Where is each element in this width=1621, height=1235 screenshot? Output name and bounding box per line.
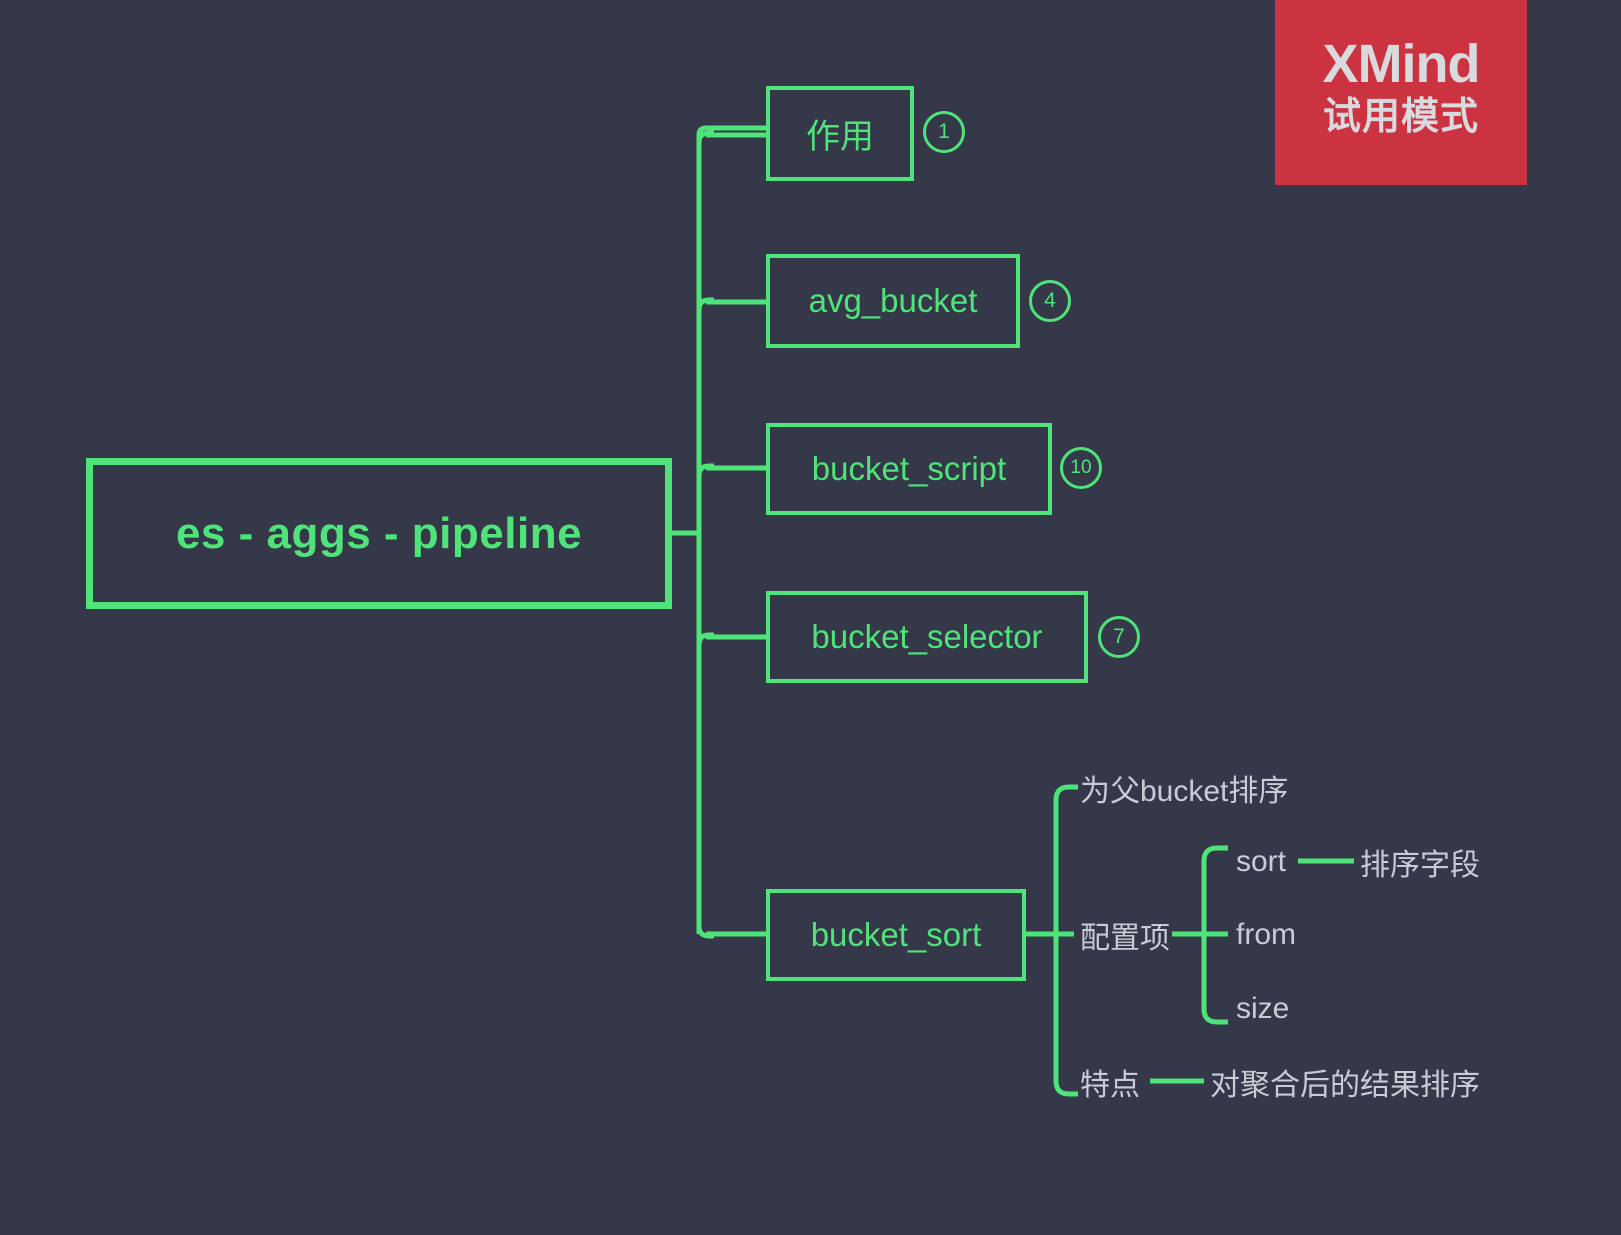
branch-node-bucket-selector[interactable]: bucket_selector	[766, 591, 1088, 683]
subtopic-label: 特点	[1080, 1069, 1140, 1102]
config-option-detail-label: 排序字段	[1360, 849, 1480, 882]
config-option-size[interactable]: size	[1236, 987, 1289, 1031]
marker-badge-value: 4	[1044, 289, 1056, 312]
marker-badge-value: 10	[1070, 457, 1092, 478]
marker-badge-zuoyong[interactable]: 1	[923, 111, 965, 153]
root-node-label: es - aggs - pipeline	[175, 508, 583, 558]
marker-badge-value: 7	[1113, 625, 1125, 648]
config-option-from[interactable]: from	[1236, 913, 1296, 957]
subtopic-features[interactable]: 特点	[1080, 1060, 1140, 1104]
feature-detail-label: 对聚合后的结果排序	[1210, 1069, 1480, 1102]
subtopic-config[interactable]: 配置项	[1080, 913, 1170, 957]
config-option-sort[interactable]: sort	[1236, 840, 1286, 884]
branch-node-bucket-sort[interactable]: bucket_sort	[766, 889, 1026, 981]
marker-badge-avg-bucket[interactable]: 4	[1029, 280, 1071, 322]
config-option-label: sort	[1236, 845, 1287, 878]
branch-node-avg-bucket[interactable]: avg_bucket	[766, 254, 1020, 348]
branch-node-bucket-script[interactable]: bucket_script	[766, 423, 1052, 515]
branch-node-zuoyong[interactable]: 作用	[766, 86, 914, 181]
xmind-trial-watermark: XMind 试用模式	[1275, 0, 1527, 185]
config-option-label: from	[1236, 918, 1296, 951]
branch-node-label: bucket_sort	[810, 916, 982, 953]
subtopic-parent-bucket-sorting[interactable]: 为父bucket排序	[1080, 766, 1288, 810]
feature-detail[interactable]: 对聚合后的结果排序	[1210, 1060, 1480, 1104]
subtopic-label: 配置项	[1080, 922, 1170, 955]
marker-badge-bucket-script[interactable]: 10	[1060, 447, 1102, 489]
branch-node-label: avg_bucket	[808, 282, 978, 319]
config-option-label: size	[1236, 992, 1290, 1025]
marker-badge-bucket-selector[interactable]: 7	[1098, 616, 1140, 658]
branch-node-label: bucket_script	[811, 450, 1007, 487]
root-node[interactable]: es - aggs - pipeline	[86, 458, 672, 609]
watermark-mode: 试用模式	[1322, 95, 1479, 138]
watermark-brand: XMind	[1322, 33, 1481, 94]
marker-badge-value: 1	[938, 120, 950, 143]
subtopic-label: 为父bucket排序	[1080, 775, 1289, 808]
config-option-sort-detail[interactable]: 排序字段	[1360, 840, 1480, 884]
branch-node-label: bucket_selector	[811, 618, 1043, 655]
branch-node-label: 作用	[806, 118, 874, 156]
